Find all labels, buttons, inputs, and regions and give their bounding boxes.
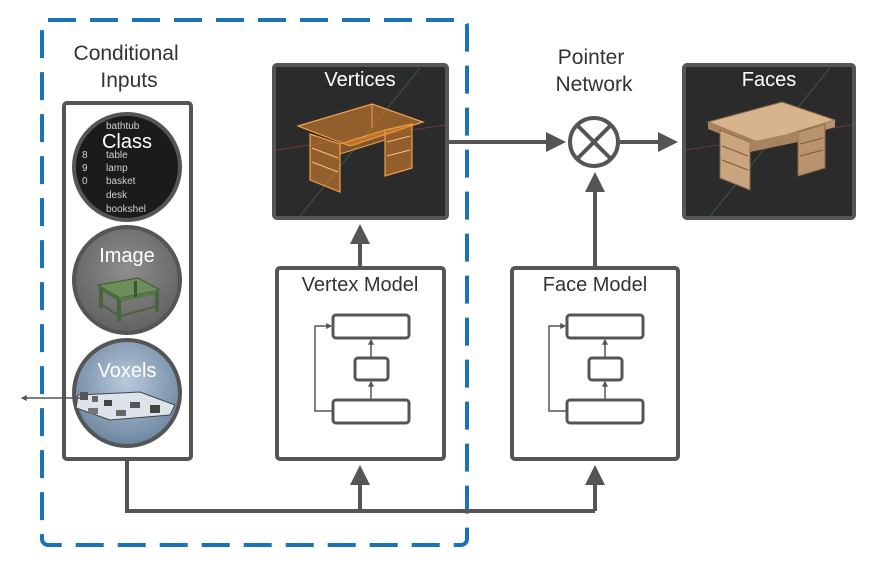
svg-text:bookshel: bookshel <box>106 204 146 215</box>
svg-text:lamp: lamp <box>106 163 128 174</box>
faces-label: Faces <box>742 69 796 91</box>
connectors <box>125 132 678 513</box>
face-model-box: Face Model <box>510 266 680 461</box>
pointer-network-node <box>568 116 620 168</box>
vertex-model-top-block <box>331 313 411 340</box>
voxels-input: Voxels <box>72 338 182 448</box>
faces-panel: Faces <box>682 63 856 220</box>
face-model-top-block <box>565 313 645 340</box>
vertex-model-label: Vertex Model <box>302 274 419 296</box>
vertices-label: Vertices <box>324 69 395 91</box>
vertex-model-bottom-block <box>331 398 411 425</box>
vertex-model-middle-block <box>353 356 390 382</box>
vertex-model-box: Vertex Model <box>275 266 446 461</box>
face-model-middle-block <box>587 356 624 382</box>
class-list: bathtub 8 table 9 lamp 0 basket desk booksh… <box>82 121 146 215</box>
svg-text:basket: basket <box>106 176 136 187</box>
svg-text:bathtub: bathtub <box>106 121 140 132</box>
pointer-network-label: Pointer Network <box>555 46 633 96</box>
class-label: Class <box>102 131 152 153</box>
face-model-label: Face Model <box>543 274 648 296</box>
face-model-bottom-block <box>565 398 645 425</box>
svg-text:desk: desk <box>106 190 128 201</box>
image-input: Image <box>72 225 182 335</box>
table-icon <box>96 277 162 322</box>
conditional-inputs-label: Conditional Inputs <box>74 42 185 92</box>
vertices-panel: Vertices <box>272 63 449 220</box>
shaded-desk-icon <box>706 101 837 191</box>
image-label: Image <box>99 245 155 267</box>
conditioning-bus <box>125 461 595 513</box>
class-input: bathtub 8 table 9 lamp 0 basket desk booksh… <box>72 112 182 222</box>
wireframe-desk-icon <box>296 103 425 193</box>
svg-text:9: 9 <box>82 163 88 174</box>
svg-text:0: 0 <box>82 176 88 187</box>
svg-text:8: 8 <box>82 150 88 161</box>
svg-text:table: table <box>106 150 128 161</box>
voxels-label: Voxels <box>98 360 157 382</box>
dashed-boundary <box>40 18 469 547</box>
